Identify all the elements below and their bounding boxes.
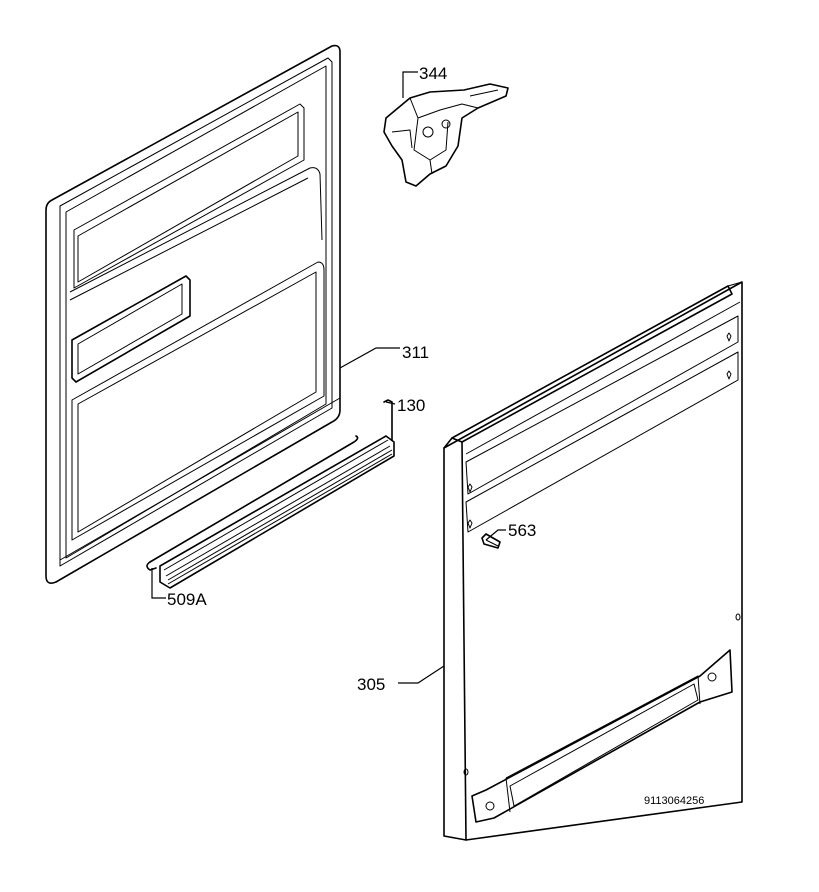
part-label-305: 305 bbox=[357, 675, 385, 694]
inner-door-panel bbox=[45, 44, 341, 584]
leader-509a bbox=[151, 568, 166, 599]
leader-311 bbox=[339, 347, 400, 369]
leader-305 bbox=[398, 665, 445, 684]
leader-lines bbox=[151, 71, 506, 684]
screw-part bbox=[481, 533, 501, 549]
part-label-344: 344 bbox=[419, 64, 447, 83]
outer-door-panel bbox=[443, 281, 743, 841]
drawing-code: 9113064256 bbox=[644, 795, 704, 807]
hinge-latch-part bbox=[383, 83, 509, 187]
leader-130 bbox=[385, 401, 396, 405]
part-label-509a: 509A bbox=[167, 590, 207, 609]
leader-344 bbox=[402, 71, 418, 98]
seal-strip-part bbox=[159, 399, 395, 589]
bottom-rod-part bbox=[146, 435, 359, 571]
part-label-563: 563 bbox=[508, 521, 536, 540]
part-label-311: 311 bbox=[402, 343, 429, 362]
part-label-130: 130 bbox=[397, 396, 425, 415]
leader-563 bbox=[485, 529, 506, 541]
